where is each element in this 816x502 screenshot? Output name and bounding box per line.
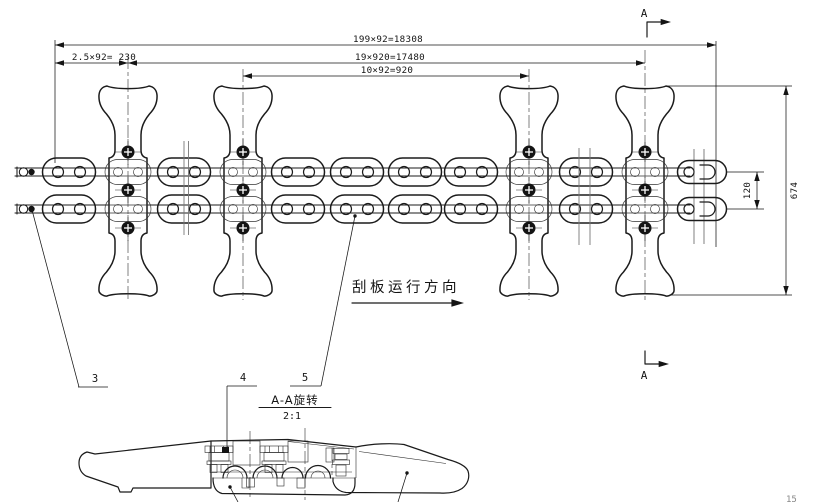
section-marker-top: A: [641, 7, 671, 38]
hidden-links: [104, 159, 669, 222]
part-label-5: 5: [290, 214, 357, 387]
scrapers: [98, 50, 675, 300]
bolt-head-section: [222, 447, 229, 453]
scraper-bolts: [114, 138, 659, 242]
chain-cross-sections: [213, 464, 355, 489]
dim-scraper-length: 674: [789, 182, 800, 200]
section-marker-bottom: A: [641, 350, 669, 382]
chain-end-connector-left-top: [16, 166, 35, 178]
part-number-3: 3: [92, 373, 98, 385]
section-view: [78, 428, 470, 502]
direction-arrow-icon: [451, 299, 464, 307]
chain-end-link-right-bottom: [676, 196, 728, 222]
dim-scraper-span: 19×920=17480: [355, 52, 425, 63]
break-lines: [183, 141, 705, 245]
part-number-4: 4: [240, 372, 246, 384]
dimension-lines-top: 199×92=18308 2.5×92= 230 19×920=17480 10…: [54, 34, 717, 247]
right-fastener-cluster: [332, 448, 350, 477]
section-view-title: A-A旋转 2:1: [258, 393, 332, 422]
direction-text: 刮板运行方向: [352, 278, 460, 296]
section-scale: 2:1: [283, 411, 301, 422]
scraper-body-right-section: [332, 443, 470, 494]
part-label-3: 3: [30, 208, 108, 388]
chain-end-link-right-top: [676, 159, 728, 185]
direction-label: 刮板运行方向: [351, 278, 464, 307]
dimension-lines-right: 120 674: [666, 85, 800, 296]
dim-scraper-pitch: 10×92=920: [361, 65, 413, 76]
dim-total-length: 199×92=18308: [353, 34, 423, 45]
clamp-plate-section: [212, 477, 356, 496]
section-marker-bottom-label: A: [641, 369, 648, 382]
part-number-5: 5: [302, 372, 308, 384]
bolt-tower-2: [259, 445, 289, 473]
dim-end-offset: 2.5×92= 230: [72, 52, 136, 63]
dim-chain-gauge: 120: [742, 182, 753, 200]
scraper-body-left-section: [78, 440, 212, 493]
section-title: A-A旋转: [271, 393, 318, 407]
section-marker-top-label: A: [641, 7, 648, 20]
page-number: 15: [786, 495, 797, 502]
